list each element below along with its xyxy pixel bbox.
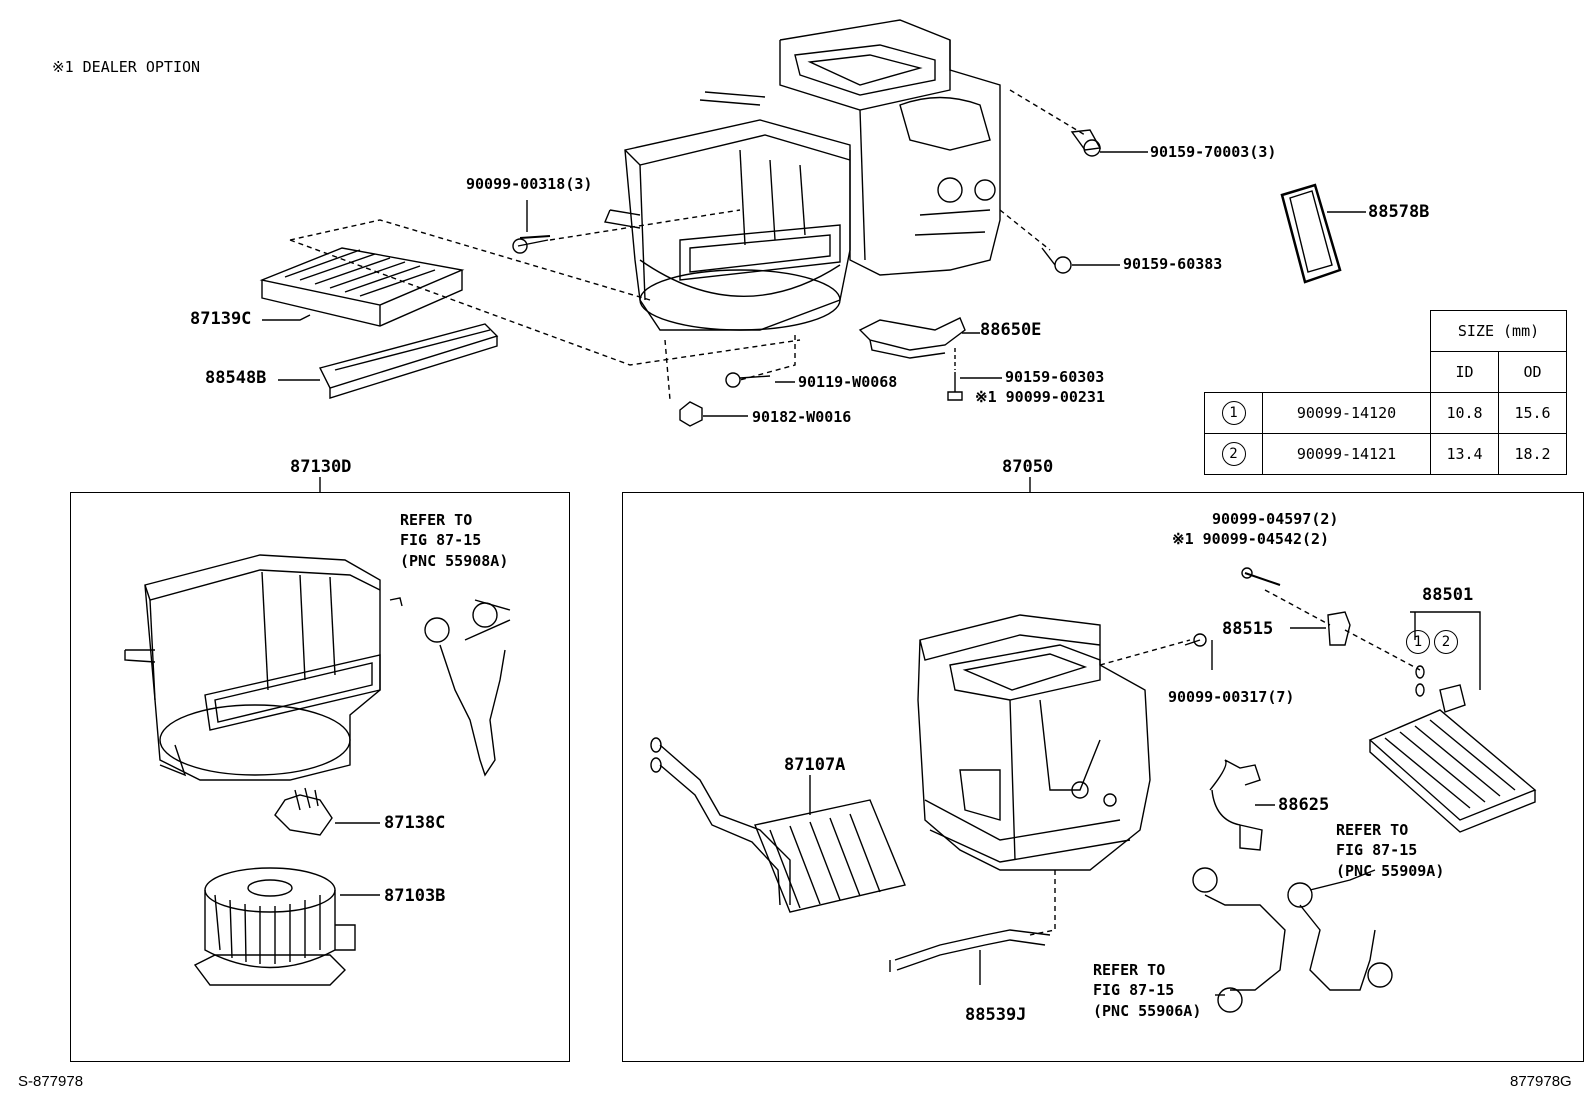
label-90159-60303[interactable]: 90159-60303 [1005,368,1105,386]
valve-88515 [1290,611,1351,646]
refer-line: REFER TO [1336,821,1409,839]
label-90159-70003[interactable]: 90159-70003(3) [1150,143,1277,161]
bolt-90099-04597 [1241,567,1281,586]
label-88625[interactable]: 88625 [1278,795,1330,815]
wiring-sensor-bottom [1192,867,1286,1013]
circle-marker-2-evaporator: 2 [1434,630,1458,654]
heater-housing-drawing [917,614,1151,871]
size-id: 13.4 [1430,433,1499,475]
label-88650E[interactable]: 88650E [980,320,1042,340]
fastener-90159-70003 [1070,129,1148,157]
refer-line: (PNC 55906A) [1093,1001,1202,1020]
wiring-sensor-right [1287,869,1393,991]
refer-note-left[interactable]: REFER TO FIG 87-15 (PNC 55908A) [400,510,508,571]
label-88515[interactable]: 88515 [1222,619,1274,639]
dealer-option-note: ※1 DEALER OPTION [52,58,201,76]
evaporator-88501 [1368,611,1537,833]
footer-left-code: S-877978 [18,1073,84,1090]
blower-case-drawing [124,554,403,781]
screw-90099-00317 [1184,633,1213,670]
footer-right-code: 877978G [1510,1073,1572,1090]
circle-marker-1-evaporator: 1 [1406,630,1430,654]
filter-87139C [259,247,465,327]
bolt-90159-60303 [947,372,1002,401]
resistor-87138C [274,787,380,836]
refer-line: FIG 87-15 [1093,981,1175,1000]
label-87138C[interactable]: 87138C [384,813,446,833]
hose-88539J [889,929,1051,985]
seal-88578B [1280,183,1366,284]
group-box-87050 [622,492,1584,1062]
frame-88548B [278,323,499,399]
label-90099-04597[interactable]: 90099-04597(2) [1212,510,1339,528]
size-table: SIZE (mm) ID OD 1 90099-14120 10.8 15.6 … [1204,310,1567,475]
group-box-87130D [70,492,570,1062]
size-col-od: OD [1498,351,1567,393]
label-88539J[interactable]: 88539J [965,1005,1027,1025]
sensor-88625 [1209,759,1275,851]
size-row: 2 90099-14121 13.4 18.2 [1204,433,1567,475]
refer-note-bottom[interactable]: REFER TO FIG 87-15 (PNC 55906A) [1093,960,1201,1021]
label-90119-W0068[interactable]: 90119-W0068 [798,373,898,391]
size-part[interactable]: 90099-14120 [1262,392,1431,434]
fastener-90099-00318 [512,200,551,254]
size-part[interactable]: 90099-14121 [1262,433,1431,475]
circle-marker-2: 2 [1221,442,1246,466]
nut-90182-W0016 [679,401,748,427]
label-90099-00231[interactable]: ※1 90099-00231 [975,388,1105,406]
size-header: SIZE (mm) [1430,310,1567,352]
fastener-90159-60383 [1041,247,1120,274]
label-87103B[interactable]: 87103B [384,886,446,906]
refer-line: REFER TO [1093,961,1166,979]
wiring-sensor-left [424,599,511,777]
size-id: 10.8 [1430,392,1499,434]
size-od: 15.6 [1498,392,1567,434]
size-od: 18.2 [1498,433,1567,475]
label-88548B[interactable]: 88548B [205,368,267,388]
label-87130D[interactable]: 87130D [290,457,352,477]
heater-core-87107A [650,737,906,913]
part-88650E [858,317,980,370]
label-87050[interactable]: 87050 [1002,457,1054,477]
refer-line: REFER TO [400,511,473,529]
size-row: 1 90099-14120 10.8 15.6 [1204,392,1567,434]
label-88578B[interactable]: 88578B [1368,202,1430,222]
size-col-id: ID [1430,351,1499,393]
label-90099-00318[interactable]: 90099-00318(3) [466,175,593,193]
label-90182-W0016[interactable]: 90182-W0016 [752,408,852,426]
screw-90119-W0068 [725,372,795,388]
label-88501[interactable]: 88501 [1422,585,1474,605]
refer-note-right[interactable]: REFER TO FIG 87-15 (PNC 55909A) [1336,820,1444,881]
label-90159-60383[interactable]: 90159-60383 [1123,255,1223,273]
blower-motor-87103B [193,867,380,986]
label-90099-00317[interactable]: 90099-00317(7) [1168,688,1295,706]
refer-line: (PNC 55909A) [1336,861,1445,880]
refer-line: (PNC 55908A) [400,551,509,570]
circle-marker-1: 1 [1221,401,1246,425]
refer-line: FIG 87-15 [400,531,482,550]
label-90099-04542[interactable]: ※1 90099-04542(2) [1172,530,1330,548]
label-87107A[interactable]: 87107A [784,755,846,775]
main-assembly-drawing [604,19,1001,331]
label-87139C[interactable]: 87139C [190,309,252,329]
refer-line: FIG 87-15 [1336,841,1418,860]
